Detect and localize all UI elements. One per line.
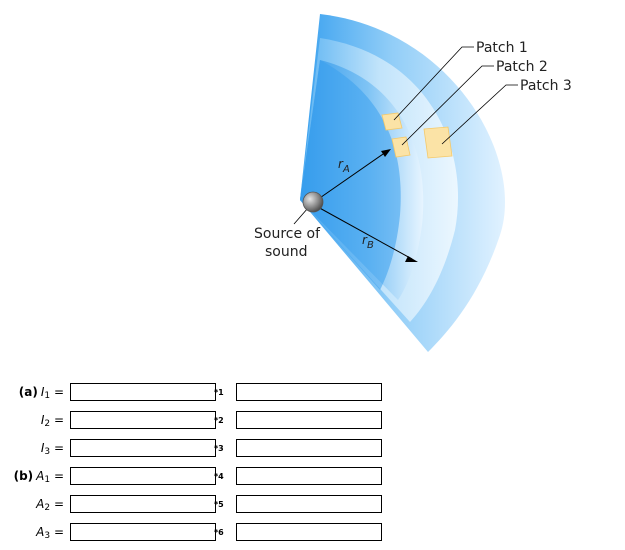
variable-subscript: 2 (44, 419, 51, 429)
part-label: (a) (18, 385, 38, 399)
variable-subscript: 1 (44, 391, 51, 401)
answer-row: A3 = *6 (0, 521, 625, 543)
source-leader (293, 207, 309, 225)
answer-row-label: I2 = (0, 409, 64, 431)
answer-unit-input[interactable] (236, 439, 382, 457)
leader-patch-1 (393, 46, 474, 121)
answer-unit-input[interactable] (236, 467, 382, 485)
answer-marker: *2 (214, 416, 224, 425)
radius-a-arrow (313, 151, 387, 203)
answer-row: A2 = *5 (0, 493, 625, 515)
answer-row-label: A2 = (0, 493, 64, 515)
patch-1 (381, 112, 403, 131)
source-label-line2: sound (265, 244, 308, 260)
variable-symbol: A (36, 469, 45, 483)
part-label: (b) (13, 469, 34, 483)
answer-marker: *4 (214, 472, 224, 481)
sound-sphere-diagram: Patch 1 Patch 2 Patch 3 rA rB Source of … (254, 14, 572, 352)
sound-source (302, 191, 324, 213)
radius-b-arrow (315, 205, 413, 260)
leader-patch-3 (441, 84, 518, 145)
answer-value-input[interactable] (70, 523, 216, 541)
answer-unit-input[interactable] (236, 495, 382, 513)
radius-a-arrowhead (381, 149, 391, 157)
answer-unit-input[interactable] (236, 383, 382, 401)
equals-sign: = (50, 469, 64, 483)
radius-a-label: rA (338, 157, 350, 175)
source-label-line1: Source of (254, 226, 321, 242)
answer-row-label: A3 = (0, 521, 64, 543)
answer-value-input[interactable] (70, 383, 216, 401)
answer-marker: *5 (214, 500, 224, 509)
variable-subscript: 3 (44, 447, 51, 457)
patch-1-label: Patch 1 (476, 40, 528, 56)
equals-sign: = (50, 441, 64, 455)
radius-b-arrowhead (405, 256, 418, 262)
equals-sign: = (50, 497, 64, 511)
answer-row-label: (a)I1 = (0, 381, 64, 403)
radius-b-label: rB (362, 233, 374, 251)
answer-value-input[interactable] (70, 467, 216, 485)
variable-symbol: I (40, 413, 45, 427)
patch-2-label: Patch 2 (496, 59, 548, 75)
answer-row: I2 = *2 (0, 409, 625, 431)
answer-value-input[interactable] (70, 495, 216, 513)
inner-cavity (300, 60, 401, 290)
answer-unit-input[interactable] (236, 523, 382, 541)
variable-subscript: 1 (44, 475, 51, 485)
leader-patch-2 (401, 65, 494, 146)
answer-row: I3 = *3 (0, 437, 625, 459)
patch-3 (423, 126, 453, 159)
answer-value-input[interactable] (70, 439, 216, 457)
variable-subscript: 3 (44, 531, 51, 541)
answer-value-input[interactable] (70, 411, 216, 429)
equals-sign: = (50, 385, 64, 399)
answer-marker: *1 (214, 388, 224, 397)
variable-symbol: A (36, 525, 45, 539)
patch-3-label: Patch 3 (520, 78, 572, 94)
variable-symbol: I (40, 441, 45, 455)
answer-row-label: (b)A1 = (0, 465, 64, 487)
equals-sign: = (50, 525, 64, 539)
answer-row: (a)I1 = *1 (0, 381, 625, 403)
variable-subscript: 2 (44, 503, 51, 513)
answer-row: (b)A1 = *4 (0, 465, 625, 487)
answer-marker: *3 (214, 444, 224, 453)
variable-symbol: I (40, 385, 45, 399)
answer-unit-input[interactable] (236, 411, 382, 429)
equals-sign: = (50, 413, 64, 427)
answer-marker: *6 (214, 528, 224, 537)
answer-row-label: I3 = (0, 437, 64, 459)
variable-symbol: A (36, 497, 45, 511)
